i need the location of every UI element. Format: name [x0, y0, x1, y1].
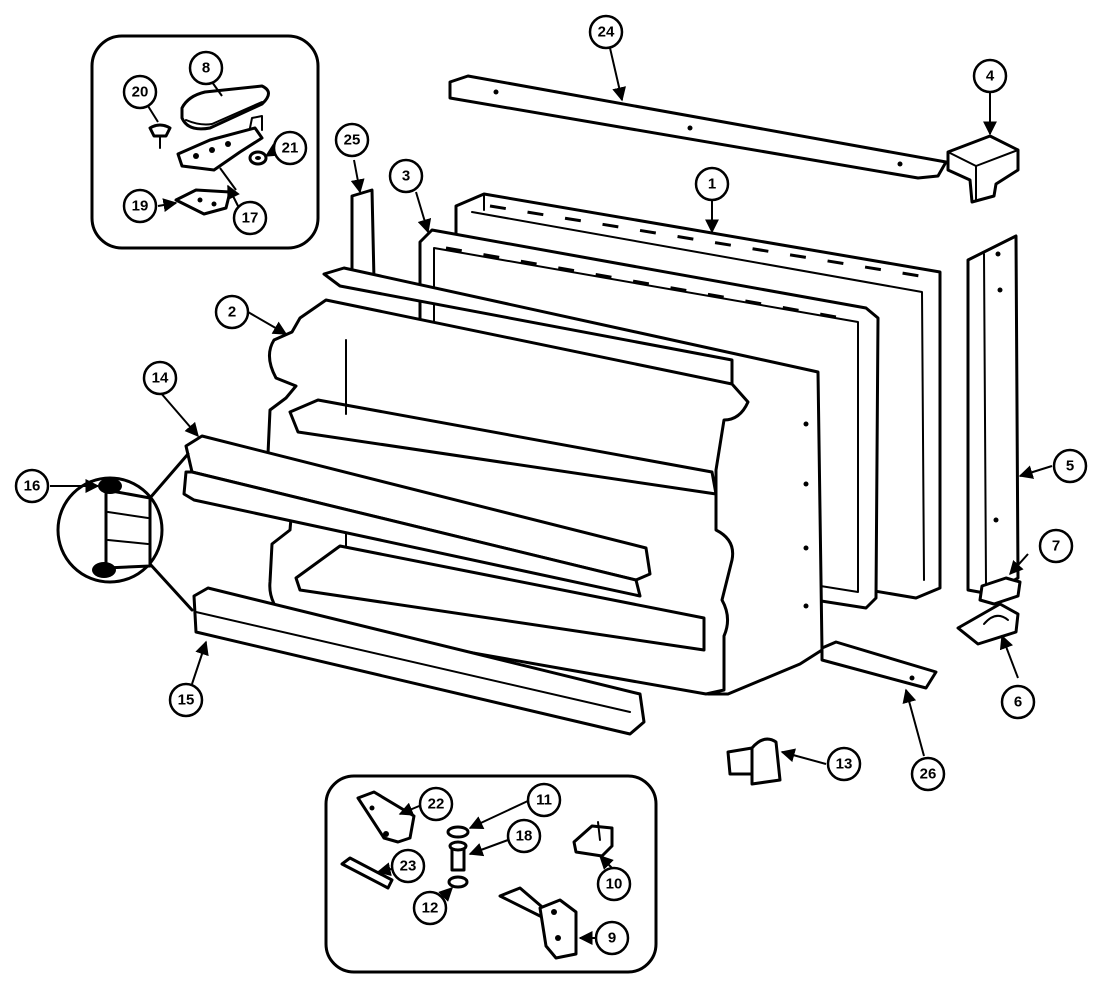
- callout-20: 20: [122, 74, 158, 110]
- callout-3-label: 3: [402, 168, 410, 185]
- callout-16-label: 16: [24, 478, 41, 495]
- callout-11: 11: [526, 782, 562, 818]
- callout-18: 18: [506, 818, 542, 854]
- part-26-bottom-rail: [820, 640, 938, 757]
- callout-11-label: 11: [536, 792, 552, 809]
- callout-13-label: 13: [836, 756, 853, 773]
- callout-21: 21: [272, 130, 308, 166]
- callout-23: 23: [390, 848, 426, 884]
- part-14-upper-shelf: [159, 391, 652, 598]
- callout-8-label: 8: [202, 60, 210, 77]
- inset-bottom-hinge-parts: [324, 774, 658, 974]
- callout-25: 25: [334, 122, 370, 158]
- callout-23-label: 23: [400, 858, 417, 875]
- part-12-washer: [438, 875, 469, 902]
- part-5-vertical-strip: [966, 234, 1053, 596]
- callout-14-label: 14: [152, 370, 169, 387]
- callout-17-label: 17: [242, 210, 259, 227]
- part-4-hinge-bracket: [946, 92, 1020, 204]
- part-19-shim: [174, 188, 232, 216]
- callout-9: 9: [594, 920, 630, 956]
- part-22-hinge-plate: [356, 790, 425, 844]
- callout-9-label: 9: [608, 930, 616, 947]
- callout-7: 7: [1038, 528, 1074, 564]
- callout-6-label: 6: [1014, 694, 1022, 711]
- inset-top-hinge-parts: [90, 34, 320, 250]
- part-15-lower-shelf: [191, 586, 646, 736]
- callout-10-label: 10: [606, 876, 623, 893]
- callout-5-label: 5: [1066, 458, 1074, 475]
- part-24-top-rail: [448, 47, 948, 180]
- callout-1-label: 1: [708, 176, 716, 193]
- callout-25-label: 25: [344, 132, 361, 149]
- callout-15-label: 15: [178, 692, 195, 709]
- callout-12-label: 12: [422, 900, 439, 917]
- part-23-spacer-bar: [340, 856, 397, 890]
- part-21-washer: [248, 150, 268, 166]
- callout-22: 22: [418, 786, 454, 822]
- part-17-hinge-plate: [176, 115, 264, 172]
- callout-1: 1: [694, 166, 730, 202]
- callout-24: 24: [588, 14, 624, 50]
- callout-8: 8: [188, 50, 224, 86]
- callout-12: 12: [412, 890, 448, 926]
- callout-22-label: 22: [428, 796, 445, 813]
- callout-2-label: 2: [228, 304, 236, 321]
- callout-7-label: 7: [1052, 538, 1060, 555]
- callout-26: 26: [910, 756, 946, 792]
- part-9-hinge: [498, 886, 596, 960]
- callout-24-label: 24: [598, 24, 615, 41]
- part-8-hinge-cover: [180, 84, 270, 131]
- callout-6: 6: [1000, 684, 1036, 720]
- callout-20-label: 20: [132, 84, 149, 101]
- callout-5: 5: [1052, 448, 1088, 484]
- part-18-hinge-pin: [448, 839, 509, 872]
- part-25-strip: [350, 159, 376, 290]
- callout-4: 4: [972, 58, 1008, 94]
- callout-19: 19: [122, 188, 158, 224]
- part-7-bushing: [978, 553, 1029, 606]
- part-11-washer: [446, 799, 531, 839]
- part-6-lower-hinge: [956, 602, 1020, 679]
- callout-3: 3: [388, 158, 424, 194]
- callout-13: 13: [826, 746, 862, 782]
- part-16-shelf-retainer-detail: [50, 452, 194, 612]
- callout-19-label: 19: [132, 198, 149, 215]
- callout-18-label: 18: [516, 828, 533, 845]
- callout-2: 2: [214, 294, 250, 330]
- part-20-screw: [148, 123, 172, 149]
- callout-4-label: 4: [986, 68, 995, 85]
- part-13-door-stop: [726, 737, 827, 786]
- callout-17: 17: [232, 200, 268, 236]
- callout-10: 10: [596, 866, 632, 902]
- callout-21-label: 21: [282, 140, 299, 157]
- callout-15: 15: [168, 682, 204, 718]
- part-10-bracket: [572, 821, 615, 871]
- callout-26-label: 26: [920, 766, 937, 783]
- part-2-door-liner: [247, 266, 824, 696]
- callout-16: 16: [14, 468, 50, 504]
- callout-14: 14: [142, 360, 178, 396]
